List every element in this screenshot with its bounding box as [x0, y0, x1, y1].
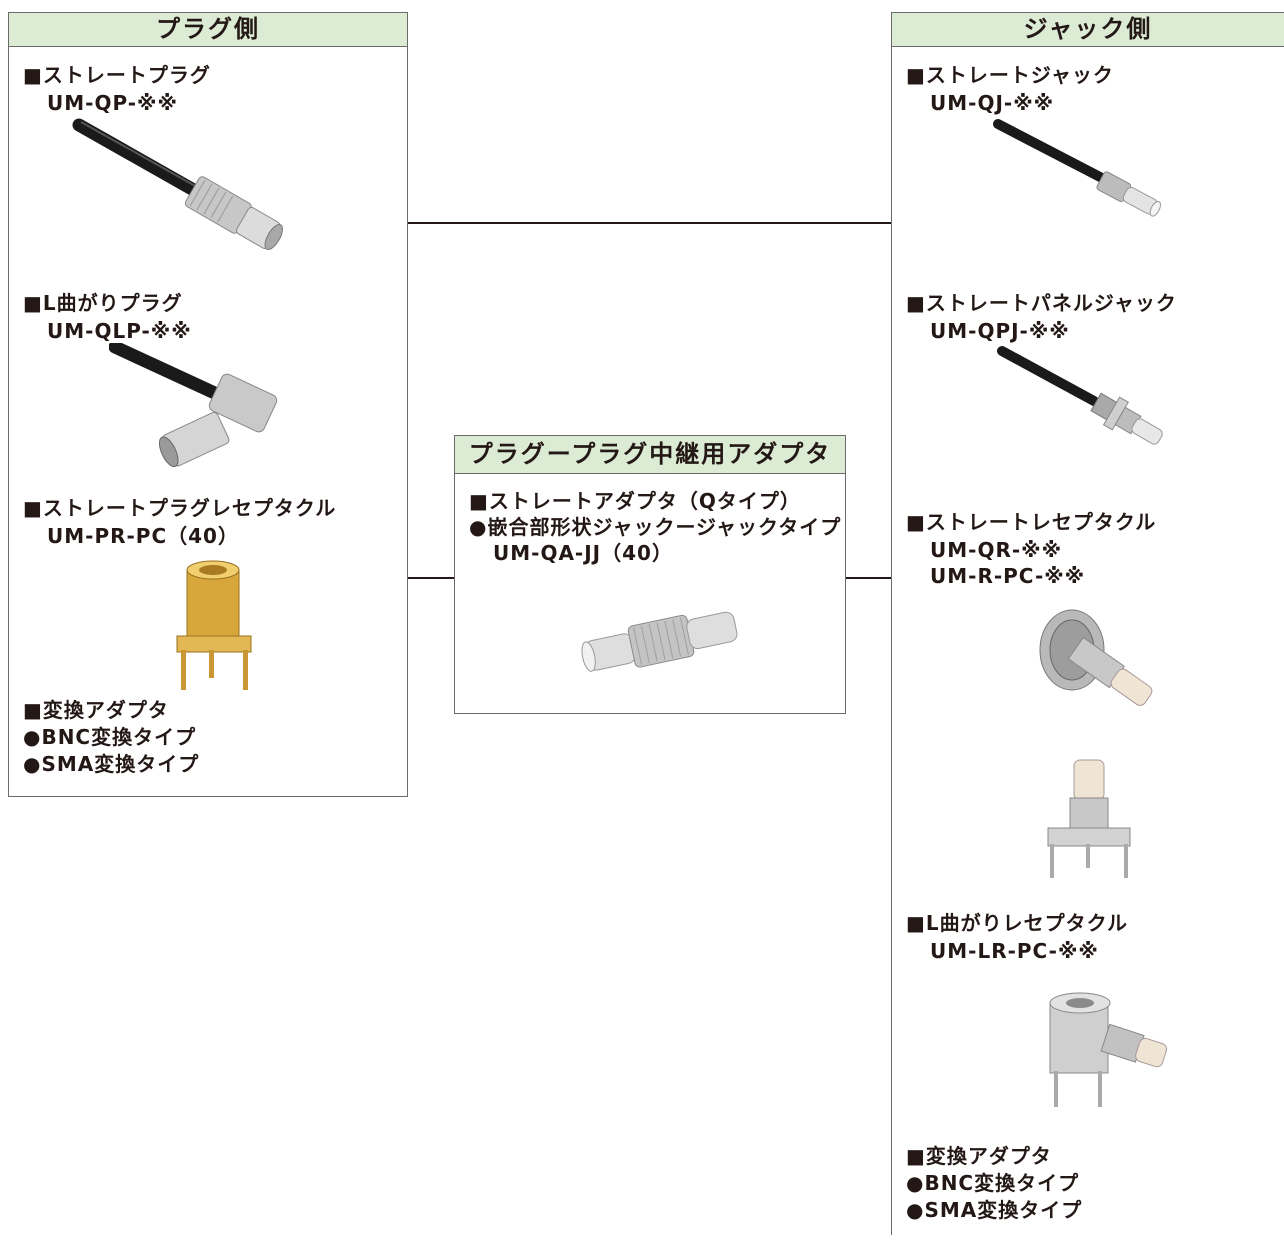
jack-item-name-4: ■L曲がりレセプタクル	[906, 911, 1129, 935]
straight-receptacle-panel-image	[1039, 609, 1153, 706]
l-receptacle-image	[1049, 992, 1168, 1107]
connector-line-top	[408, 222, 891, 224]
adapter-title: プラグープラグ中継用アダプタ	[455, 436, 845, 474]
jack-side-left-border	[891, 12, 892, 1235]
straight-plug-image	[72, 118, 283, 250]
jack-item-name-2: ■ストレートパネルジャック	[906, 291, 1177, 315]
connector-line-left-mid	[408, 577, 454, 579]
plug-item-code-3: UM-PR-PC（40）	[47, 524, 239, 548]
jack-item-code-2: UM-QPJ-※※	[930, 319, 1070, 343]
jack-side-top-border	[891, 12, 1284, 13]
plug-receptacle-image	[176, 560, 252, 690]
adapter-line-3: UM-QA-JJ（40）	[493, 541, 673, 565]
jack-item-code-3a: UM-QR-※※	[930, 538, 1063, 562]
straight-jack-image	[993, 119, 1161, 217]
jack-item-code-4: UM-LR-PC-※※	[930, 939, 1099, 963]
adapter-line-1: ■ストレートアダプタ（Qタイプ）	[469, 489, 801, 513]
plug-item-sub-sma: ●SMA変換タイプ	[23, 752, 200, 776]
jack-item-code-3b: UM-R-PC-※※	[930, 564, 1086, 588]
jack-item-name-5: ■変換アダプタ	[906, 1144, 1052, 1168]
straight-adapter-image	[581, 611, 738, 672]
jack-item-name-1: ■ストレートジャック	[906, 63, 1114, 87]
adapter-panel: プラグープラグ中継用アダプタ ■ストレートアダプタ（Qタイプ） ●嵌合部形状ジャ…	[454, 435, 846, 714]
plug-side-panel: プラグ側 ■ストレートプラグ UM-QP-※※ ■L曲がりプラグ UM-QLP-…	[8, 12, 408, 797]
plug-item-code-1: UM-QP-※※	[47, 91, 178, 115]
plug-item-name-4: ■変換アダプタ	[23, 698, 169, 722]
straight-receptacle-pcb-image	[1047, 759, 1131, 878]
adapter-line-2: ●嵌合部形状ジャックージャックタイプ	[469, 515, 842, 539]
connector-line-right-mid	[846, 577, 891, 579]
jack-side-header: ジャック側	[892, 13, 1284, 47]
plug-item-code-2: UM-QLP-※※	[47, 319, 192, 343]
jack-item-name-3: ■ストレートレセプタクル	[906, 510, 1157, 534]
jack-side-title: ジャック側	[1023, 15, 1153, 43]
jack-item-sub-bnc: ●BNC変換タイプ	[906, 1171, 1080, 1195]
l-angle-plug-image	[109, 343, 278, 468]
jack-item-sub-sma: ●SMA変換タイプ	[906, 1198, 1083, 1222]
plug-item-name-1: ■ストレートプラグ	[23, 63, 211, 87]
plug-item-name-3: ■ストレートプラグレセプタクル	[23, 496, 337, 520]
plug-item-name-2: ■L曲がりプラグ	[23, 291, 183, 315]
plug-side-title: プラグ側	[9, 13, 407, 47]
plug-item-sub-bnc: ●BNC変換タイプ	[23, 725, 197, 749]
jack-item-code-1: UM-QJ-※※	[930, 91, 1055, 115]
panel-jack-image	[997, 346, 1163, 445]
